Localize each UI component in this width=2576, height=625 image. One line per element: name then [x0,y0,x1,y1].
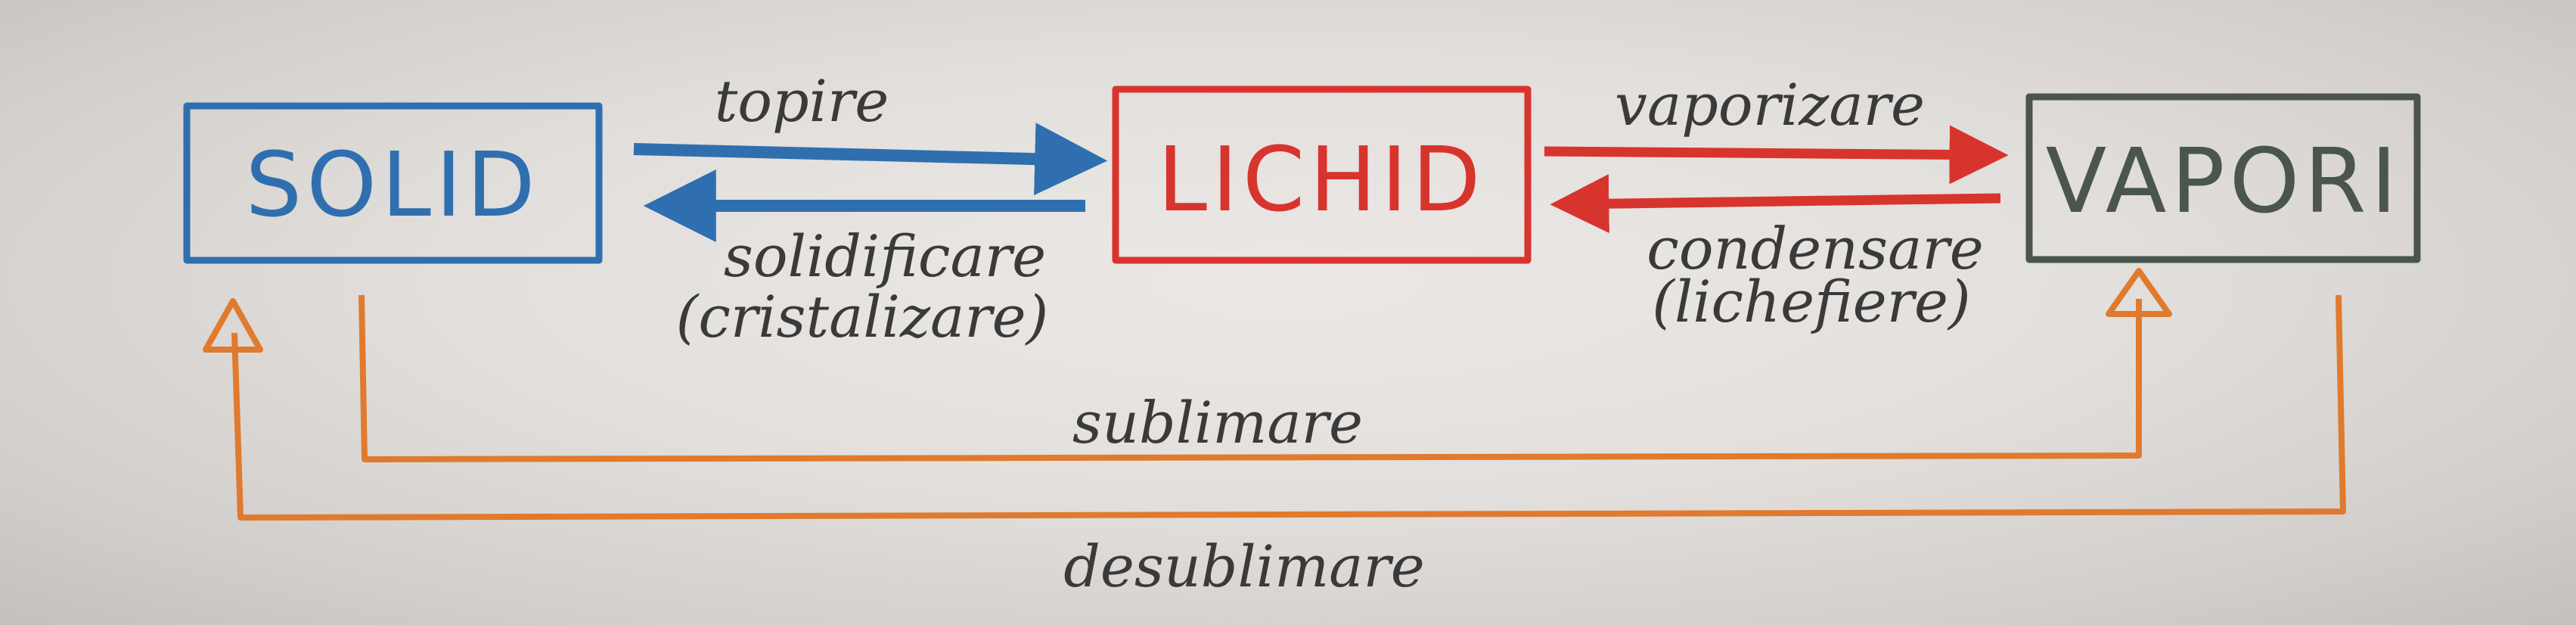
melting-label: topire [715,67,889,135]
desublimation-arrow-path [231,294,2346,521]
solidification-alt-label: (cristalizare) [676,283,1049,350]
liquid-label: LICHID [1157,127,1485,232]
condensation-arrow: condensare (lichefiere) [1550,174,2001,335]
sublimation-arrow-path [358,294,2142,462]
vaporization-label: vaporizare [1615,71,1925,138]
solidification-label: solidificare [724,222,1046,290]
condensation-label: condensare [1646,215,1983,282]
liquid-box-frame [1112,86,1532,264]
desublimation-arrowhead [203,298,263,353]
sublimation-arrow: sublimare [358,268,2172,462]
liquid-state-box: LICHID [1112,86,1532,264]
desublimation-label: desublimare [1063,533,1425,600]
solid-state-box: SOLID [183,102,603,264]
sublimation-label: sublimare [1072,389,1363,456]
vaporization-arrow-line [1544,125,2009,185]
sublimation-arrowhead [2106,268,2172,317]
condensation-arrow-line [1550,174,2001,234]
solidification-arrow: solidificare (cristalizare) [643,169,1085,350]
melting-arrow-line [633,123,1108,196]
melting-arrow: topire [633,67,1108,196]
condensation-alt-label: (lichefiere) [1652,268,1970,335]
desublimation-arrow: desublimare [203,294,2346,600]
vapor-label: VAPORI [2046,129,2402,233]
vapor-box-frame [2025,93,2421,263]
vapor-state-box: VAPORI [2025,93,2421,263]
solid-label: SOLID [245,132,539,237]
vaporization-arrow: vaporizare [1544,71,2009,185]
solid-box-frame [183,102,603,264]
